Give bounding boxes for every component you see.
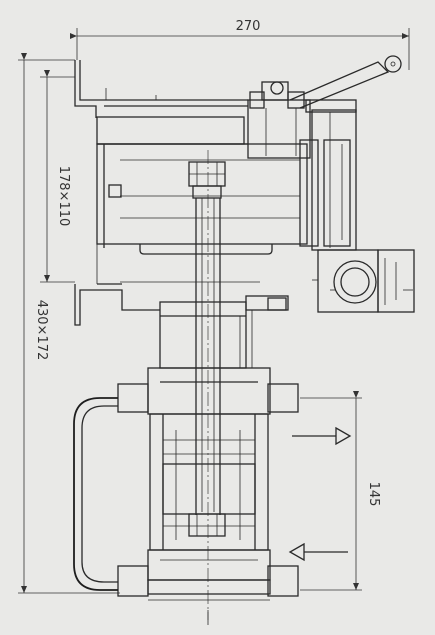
bypass-loop	[73, 397, 118, 591]
center-stem	[188, 150, 226, 620]
tube-dimension: 145	[300, 391, 381, 591]
overall-height-label: 430×172	[34, 300, 49, 361]
lower-valve-body	[117, 367, 299, 601]
tube-dimension-label: 145	[366, 482, 381, 507]
guide-block	[159, 295, 289, 369]
width-label: 270	[236, 19, 261, 34]
side-actuator	[247, 55, 415, 313]
upper-height-label: 178×110	[56, 166, 71, 227]
flow-arrow-left	[288, 542, 348, 562]
upper-housing	[74, 60, 308, 326]
overall-height-dimension: 430×172	[18, 53, 120, 594]
upper-height-dimension: 178×110	[40, 70, 75, 283]
width-dimension: 270	[70, 19, 410, 70]
flow-arrow-right	[292, 426, 352, 446]
